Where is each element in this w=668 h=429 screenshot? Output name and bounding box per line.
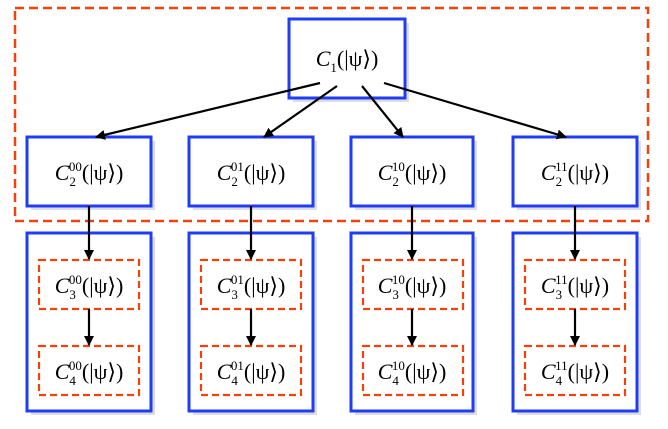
c3-01-subscript: 3 [231, 287, 238, 302]
c3-11-subscript: 3 [556, 287, 563, 302]
c2-10-letter: C [378, 160, 393, 185]
c2-01-subscript: 2 [231, 174, 238, 189]
svg-text:C200(|ψ⟩): C200(|ψ⟩) [55, 159, 124, 189]
top-level-group-outline [13, 6, 650, 223]
c4-00-letter: C [55, 359, 70, 384]
node-c3-00: C300(|ψ⟩) [37, 258, 141, 311]
c2-00-letter: C [55, 160, 70, 185]
c4-10-subscript: 4 [392, 373, 399, 388]
c4-10-letter: C [378, 359, 393, 384]
node-c2-11: C211(|ψ⟩) [511, 135, 641, 210]
svg-text:C411(|ψ⟩): C411(|ψ⟩) [541, 358, 609, 388]
c3-01-superscript: 01 [231, 272, 244, 287]
node-c2-10: C210(|ψ⟩) [349, 135, 477, 210]
c3-00-subscript: 3 [69, 287, 76, 302]
svg-text:C310(|ψ⟩): C310(|ψ⟩) [378, 272, 447, 302]
c4-11-superscript: 11 [555, 358, 568, 373]
c4-01-subscript: 4 [231, 373, 238, 388]
node-c3-10: C310(|ψ⟩) [361, 258, 465, 311]
c2-00-subscript: 2 [69, 174, 76, 189]
c3-10-argument: (|ψ⟩) [405, 273, 446, 298]
c3-01-argument: (|ψ⟩) [244, 273, 285, 298]
c3-10-superscript: 10 [392, 272, 405, 287]
svg-text:C201(|ψ⟩): C201(|ψ⟩) [217, 159, 286, 189]
c3-01-letter: C [217, 273, 232, 298]
c3-00-superscript: 00 [69, 272, 82, 287]
c4-00-superscript: 00 [69, 358, 82, 373]
svg-text:C301(|ψ⟩): C301(|ψ⟩) [217, 272, 286, 302]
arrows [84, 81, 580, 346]
svg-text:C401(|ψ⟩): C401(|ψ⟩) [217, 358, 286, 388]
c2-11-superscript: 11 [555, 159, 568, 174]
c3-00-argument: (|ψ⟩) [82, 273, 123, 298]
node-c3-11: C311(|ψ⟩) [523, 258, 627, 311]
c2-01-letter: C [217, 160, 232, 185]
c3-10-subscript: 3 [392, 287, 399, 302]
svg-text:C211(|ψ⟩): C211(|ψ⟩) [541, 159, 609, 189]
svg-text:C210(|ψ⟩): C210(|ψ⟩) [378, 159, 447, 189]
node-c4-00: C400(|ψ⟩) [37, 344, 141, 397]
node-c4-01: C401(|ψ⟩) [199, 344, 303, 397]
c2-10-argument: (|ψ⟩) [405, 160, 446, 185]
c1-argument: (|ψ⟩) [337, 46, 378, 71]
c4-01-superscript: 01 [231, 358, 244, 373]
node-c2-00: C200(|ψ⟩) [25, 135, 155, 210]
c4-10-superscript: 10 [392, 358, 405, 373]
node-c2-01: C201(|ψ⟩) [187, 135, 317, 210]
c2-10-subscript: 2 [392, 174, 399, 189]
c4-11-subscript: 4 [556, 373, 563, 388]
c4-01-letter: C [217, 359, 232, 384]
arrow-c1-to-c2-11 [383, 81, 567, 140]
c4-10-argument: (|ψ⟩) [405, 359, 446, 384]
c2-00-superscript: 00 [69, 159, 82, 174]
svg-text:C410(|ψ⟩): C410(|ψ⟩) [378, 358, 447, 388]
c4-01-argument: (|ψ⟩) [244, 359, 285, 384]
c1-letter: C [316, 46, 331, 71]
c4-11-argument: (|ψ⟩) [568, 359, 609, 384]
c3-11-superscript: 11 [555, 272, 568, 287]
arrow-c1-to-c2-10 [361, 85, 404, 138]
node-c3-01: C301(|ψ⟩) [199, 258, 303, 311]
c3-00-letter: C [55, 273, 70, 298]
svg-text:C1(|ψ⟩): C1(|ψ⟩) [316, 46, 379, 75]
node-c4-11: C411(|ψ⟩) [523, 344, 627, 397]
c2-01-superscript: 01 [231, 159, 244, 174]
arrow-c1-to-c2-01 [263, 85, 338, 138]
arrow-c1-to-c2-00 [95, 81, 321, 140]
c3-11-letter: C [541, 273, 556, 298]
c2-01-argument: (|ψ⟩) [244, 160, 285, 185]
c4-00-argument: (|ψ⟩) [82, 359, 123, 384]
c2-11-argument: (|ψ⟩) [568, 160, 609, 185]
c3-11-argument: (|ψ⟩) [568, 273, 609, 298]
svg-text:C311(|ψ⟩): C311(|ψ⟩) [541, 272, 609, 302]
c2-00-argument: (|ψ⟩) [82, 160, 123, 185]
c4-00-subscript: 4 [69, 373, 76, 388]
c4-11-letter: C [541, 359, 556, 384]
c3-10-letter: C [378, 273, 393, 298]
svg-text:C400(|ψ⟩): C400(|ψ⟩) [55, 358, 124, 388]
c2-11-subscript: 2 [556, 174, 563, 189]
c2-11-letter: C [541, 160, 556, 185]
svg-text:C300(|ψ⟩): C300(|ψ⟩) [55, 272, 124, 302]
node-c4-10: C410(|ψ⟩) [361, 344, 465, 397]
node-c1: C1(|ψ⟩) [287, 17, 409, 102]
c1-subscript: 1 [330, 60, 337, 75]
c2-10-superscript: 10 [392, 159, 405, 174]
